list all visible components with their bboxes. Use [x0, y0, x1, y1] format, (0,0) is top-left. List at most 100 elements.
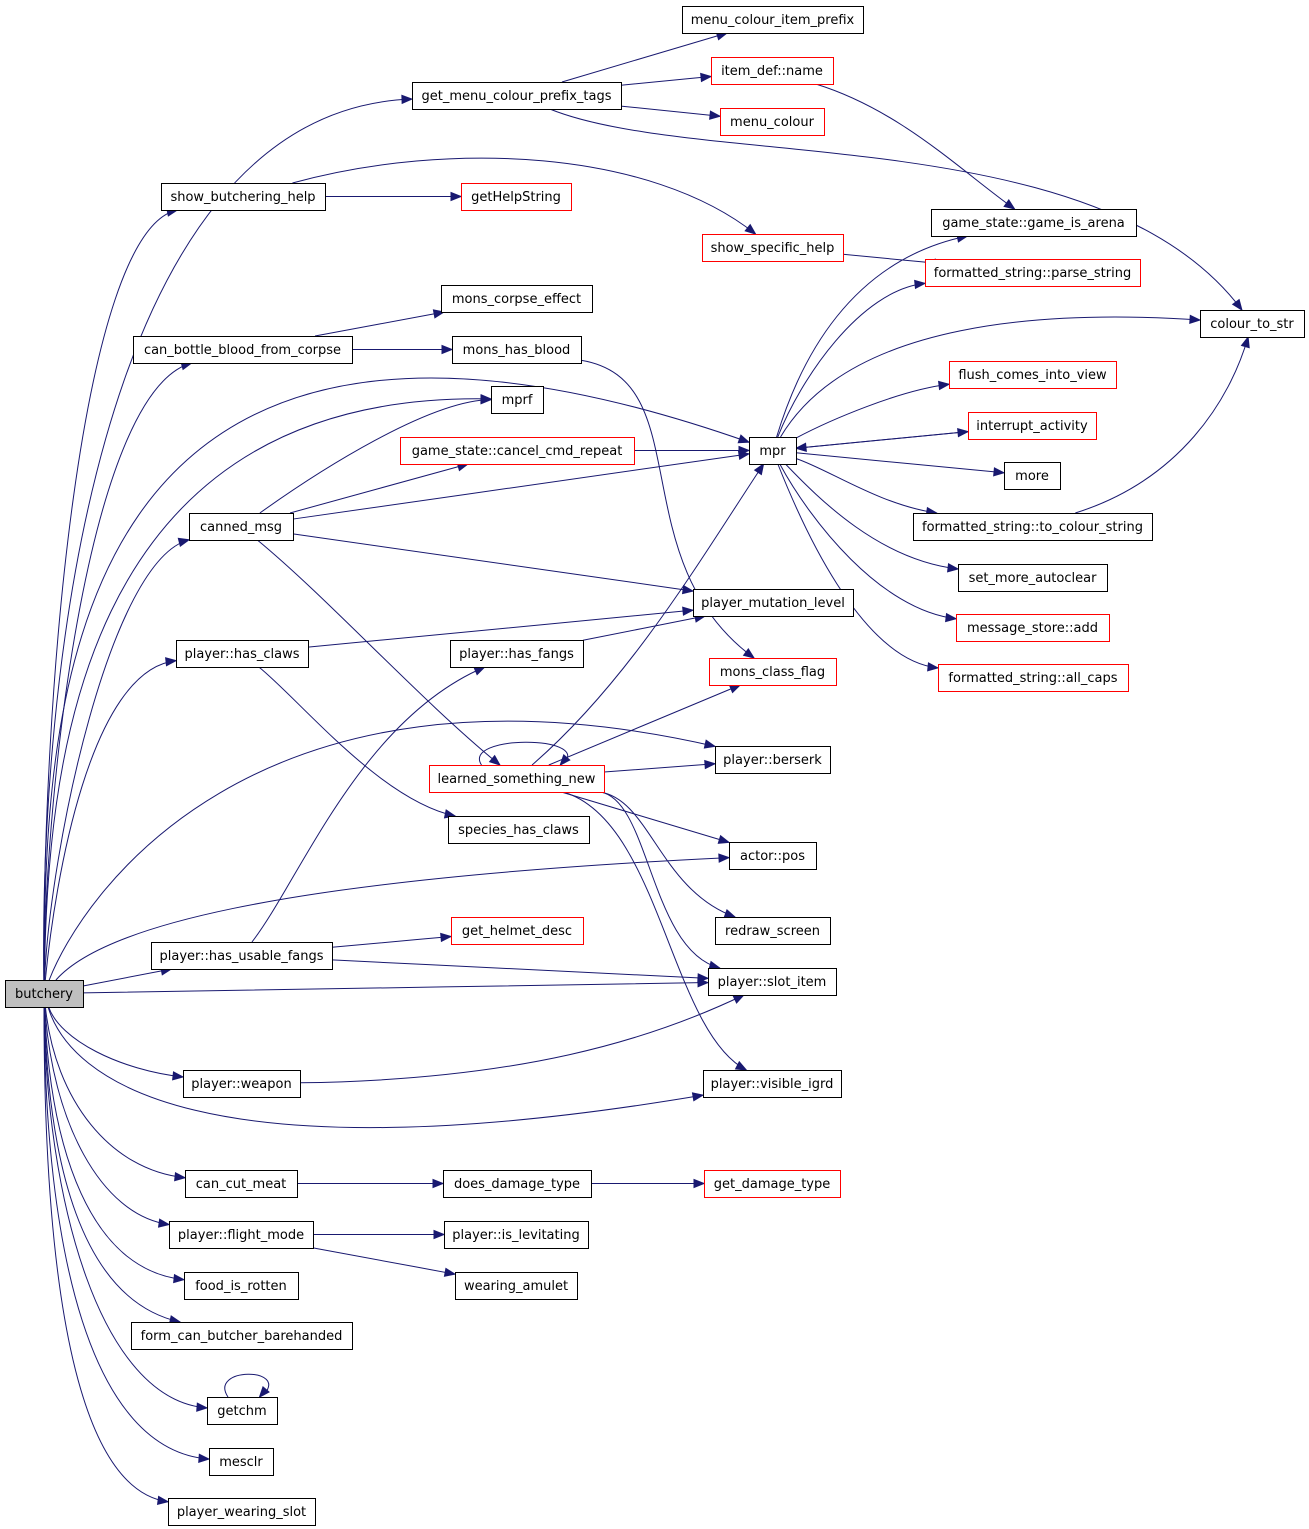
edge-butchery-to-player-weapon-line — [48, 1006, 184, 1078]
edge-butchery-to-getchm — [43, 1006, 209, 1412]
node-get-damage-type[interactable]: get_damage_type — [704, 1170, 841, 1198]
edge-butchery-to-mpr-arrowhead — [737, 434, 751, 444]
edge-learned-something-new-to-redraw-screen — [600, 791, 737, 918]
node-game-is-arena[interactable]: game_state::game_is_arena — [931, 209, 1137, 237]
node-mons-corpse-effect[interactable]: mons_corpse_effect — [441, 285, 593, 313]
node-does-damage-type[interactable]: does_damage_type — [443, 1170, 592, 1198]
node-player-has-claws[interactable]: player::has_claws — [176, 640, 309, 668]
edge-get-menu-colour-prefix-tags-to-menu-colour-line — [620, 105, 721, 117]
node-flush-comes-into-view[interactable]: flush_comes_into_view — [949, 361, 1117, 389]
node-player-is-levitating[interactable]: player::is_levitating — [444, 1221, 589, 1249]
node-actor-pos[interactable]: actor::pos — [729, 842, 817, 870]
edge-item-def-name-to-game-is-arena-arrowhead — [1003, 199, 1016, 210]
edge-get-menu-colour-prefix-tags-to-colour-to-str-line — [549, 108, 1243, 311]
node-player-flight-mode[interactable]: player::flight_mode — [169, 1221, 314, 1249]
edge-mpr-to-message-store-add — [779, 463, 958, 623]
node-set-more-autoclear[interactable]: set_more_autoclear — [958, 564, 1108, 592]
edge-player-has-usable-fangs-to-player-slot-item-arrowhead — [697, 973, 710, 983]
node-all-caps[interactable]: formatted_string::all_caps — [938, 664, 1129, 692]
node-wearing-amulet[interactable]: wearing_amulet — [455, 1272, 578, 1300]
node-player-slot-item[interactable]: player::slot_item — [708, 968, 837, 996]
edge-getchm-to-getchm-arrowhead — [258, 1385, 270, 1399]
node-menu-colour-label: menu_colour — [730, 115, 815, 130]
edge-learned-something-new-to-player-berserk-arrowhead — [704, 759, 717, 770]
edge-canned-msg-to-cancel-cmd-repeat-line — [289, 463, 469, 514]
node-mprf[interactable]: mprf — [491, 386, 544, 414]
node-cancel-cmd-repeat[interactable]: game_state::cancel_cmd_repeat — [400, 437, 635, 465]
node-species-has-claws[interactable]: species_has_claws — [448, 816, 590, 844]
node-wearing-amulet-label: wearing_amulet — [464, 1279, 568, 1294]
edge-butchery-to-food-is-rotten-arrowhead — [173, 1273, 186, 1284]
node-butchery[interactable]: butchery — [5, 980, 84, 1008]
node-can-bottle-blood-from-corpse[interactable]: can_bottle_blood_from_corpse — [133, 336, 353, 364]
node-parse-string[interactable]: formatted_string::parse_string — [925, 259, 1141, 287]
node-get-helmet-desc-label: get_helmet_desc — [462, 924, 572, 939]
edge-butchery-to-player-slot-item-line — [82, 982, 709, 994]
node-show-butchering-help[interactable]: show_butchering_help — [161, 183, 326, 211]
edge-get-menu-colour-prefix-tags-to-colour-to-str — [549, 108, 1243, 312]
node-form-can-butcher-barehanded[interactable]: form_can_butcher_barehanded — [131, 1322, 353, 1350]
edge-canned-msg-to-mprf-line — [259, 399, 492, 514]
edge-mpr-to-flush-comes-into-view-line — [795, 383, 950, 439]
edge-can-cut-meat-to-does-damage-type-arrowhead — [432, 1178, 445, 1189]
node-canned-msg[interactable]: canned_msg — [189, 513, 294, 541]
node-menu-colour-item-prefix-label: menu_colour_item_prefix — [691, 13, 855, 28]
node-player-mutation-level[interactable]: player_mutation_level — [693, 589, 854, 617]
edge-mpr-to-all-caps-arrowhead — [927, 662, 940, 672]
node-player-is-levitating-label: player::is_levitating — [452, 1228, 579, 1243]
node-form-can-butcher-barehanded-label: form_can_butcher_barehanded — [141, 1329, 343, 1344]
edge-mpr-to-parse-string-arrowhead — [914, 279, 927, 290]
edge-interrupt-activity-to-mpr-arrowhead — [794, 442, 807, 452]
edge-mpr-to-more-line — [795, 452, 1005, 474]
node-redraw-screen[interactable]: redraw_screen — [715, 917, 831, 945]
node-getchm[interactable]: getchm — [207, 1397, 278, 1425]
node-mprf-box — [491, 386, 544, 414]
edge-butchery-to-mpr-line — [43, 377, 750, 981]
node-can-cut-meat-label: can_cut_meat — [196, 1177, 287, 1192]
node-player-has-fangs[interactable]: player::has_fangs — [450, 640, 584, 668]
node-interrupt-activity[interactable]: interrupt_activity — [968, 412, 1097, 440]
node-player-weapon[interactable]: player::weapon — [183, 1070, 301, 1098]
edge-player-has-usable-fangs-to-player-slot-item-line — [331, 959, 709, 979]
node-to-colour-string[interactable]: formatted_string::to_colour_string — [913, 513, 1153, 541]
node-set-more-autoclear-box — [958, 564, 1108, 592]
node-getHelpString[interactable]: getHelpString — [461, 183, 572, 211]
node-mons-class-flag[interactable]: mons_class_flag — [709, 658, 837, 686]
edge-learned-something-new-to-player-berserk — [603, 759, 717, 773]
node-menu-colour-item-prefix[interactable]: menu_colour_item_prefix — [682, 6, 864, 34]
node-can-cut-meat[interactable]: can_cut_meat — [185, 1170, 298, 1198]
node-mons-has-blood-label: mons_has_blood — [463, 343, 571, 358]
node-more[interactable]: more — [1004, 462, 1061, 490]
node-colour-to-str[interactable]: colour_to_str — [1200, 310, 1305, 338]
edge-player-has-usable-fangs-to-player-has-fangs-arrowhead — [473, 666, 486, 676]
edge-learned-something-new-to-actor-pos — [561, 791, 731, 844]
node-get-helmet-desc[interactable]: get_helmet_desc — [451, 917, 584, 945]
node-player-wearing-slot[interactable]: player_wearing_slot — [168, 1498, 316, 1526]
node-player-has-usable-fangs[interactable]: player::has_usable_fangs — [151, 942, 333, 970]
node-menu-colour[interactable]: menu_colour — [720, 108, 825, 136]
node-player-berserk-box — [715, 746, 831, 774]
edge-to-colour-string-to-colour-to-str — [1075, 335, 1250, 514]
node-canned-msg-box — [189, 513, 294, 541]
edge-learned-something-new-to-player-berserk-line — [603, 763, 716, 773]
edge-learned-something-new-to-player-slot-item — [600, 791, 722, 970]
node-player-berserk[interactable]: player::berserk — [715, 746, 831, 774]
node-to-colour-string-box — [913, 513, 1153, 541]
node-mesclr[interactable]: mesclr — [209, 1448, 274, 1476]
edge-mpr-to-colour-to-str-arrowhead — [1189, 314, 1202, 325]
edge-mons-has-blood-to-mons-class-flag-arrowhead — [742, 647, 756, 659]
node-item-def-name[interactable]: item_def::name — [711, 57, 834, 85]
edge-butchery-to-food-is-rotten-line — [44, 1006, 185, 1281]
node-get-menu-colour-prefix-tags[interactable]: get_menu_colour_prefix_tags — [412, 82, 622, 110]
node-flush-comes-into-view-box — [949, 361, 1117, 389]
node-message-store-add[interactable]: message_store::add — [956, 614, 1110, 642]
node-mpr[interactable]: mpr — [749, 437, 797, 465]
edge-can-bottle-blood-from-corpse-to-mons-has-blood — [352, 344, 454, 355]
edge-get-menu-colour-prefix-tags-to-menu-colour-arrowhead — [709, 110, 722, 120]
node-learned-something-new[interactable]: learned_something_new — [429, 765, 605, 793]
node-mons-has-blood[interactable]: mons_has_blood — [452, 336, 582, 364]
node-show-specific-help[interactable]: show_specific_help — [702, 234, 844, 262]
node-player-visible-igrd[interactable]: player::visible_igrd — [703, 1070, 842, 1098]
node-food-is-rotten[interactable]: food_is_rotten — [184, 1272, 299, 1300]
edge-player-flight-mode-to-wearing-amulet-arrowhead — [443, 1267, 457, 1277]
